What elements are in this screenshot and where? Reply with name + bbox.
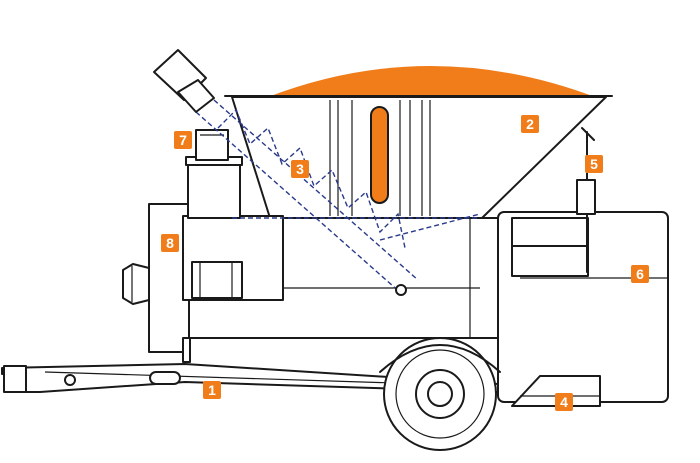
callout-2-label: 2 — [526, 116, 534, 132]
callout-3-label: 3 — [296, 161, 304, 177]
callout-1-label: 1 — [208, 382, 216, 398]
wheel — [383, 337, 497, 451]
callout-5: 5 — [585, 155, 603, 173]
grain-heap — [268, 66, 595, 97]
hopper — [231, 96, 607, 219]
callout-2: 2 — [521, 115, 539, 133]
callout-4: 4 — [555, 393, 573, 411]
callout-8-label: 8 — [166, 235, 174, 251]
sight-glass — [370, 106, 389, 204]
tower — [187, 159, 241, 219]
air-outlet — [122, 263, 150, 305]
callout-7: 7 — [174, 131, 192, 149]
callout-4-label: 4 — [560, 394, 568, 410]
callout-7-label: 7 — [179, 132, 187, 148]
auger — [195, 99, 481, 295]
callout-6-label: 6 — [636, 266, 644, 282]
callout-1: 1 — [203, 381, 221, 399]
callout-6: 6 — [631, 265, 649, 283]
callout-8: 8 — [161, 234, 179, 252]
hopper-ribs — [329, 100, 431, 216]
callout-3: 3 — [291, 160, 309, 178]
callout-5-label: 5 — [590, 156, 598, 172]
